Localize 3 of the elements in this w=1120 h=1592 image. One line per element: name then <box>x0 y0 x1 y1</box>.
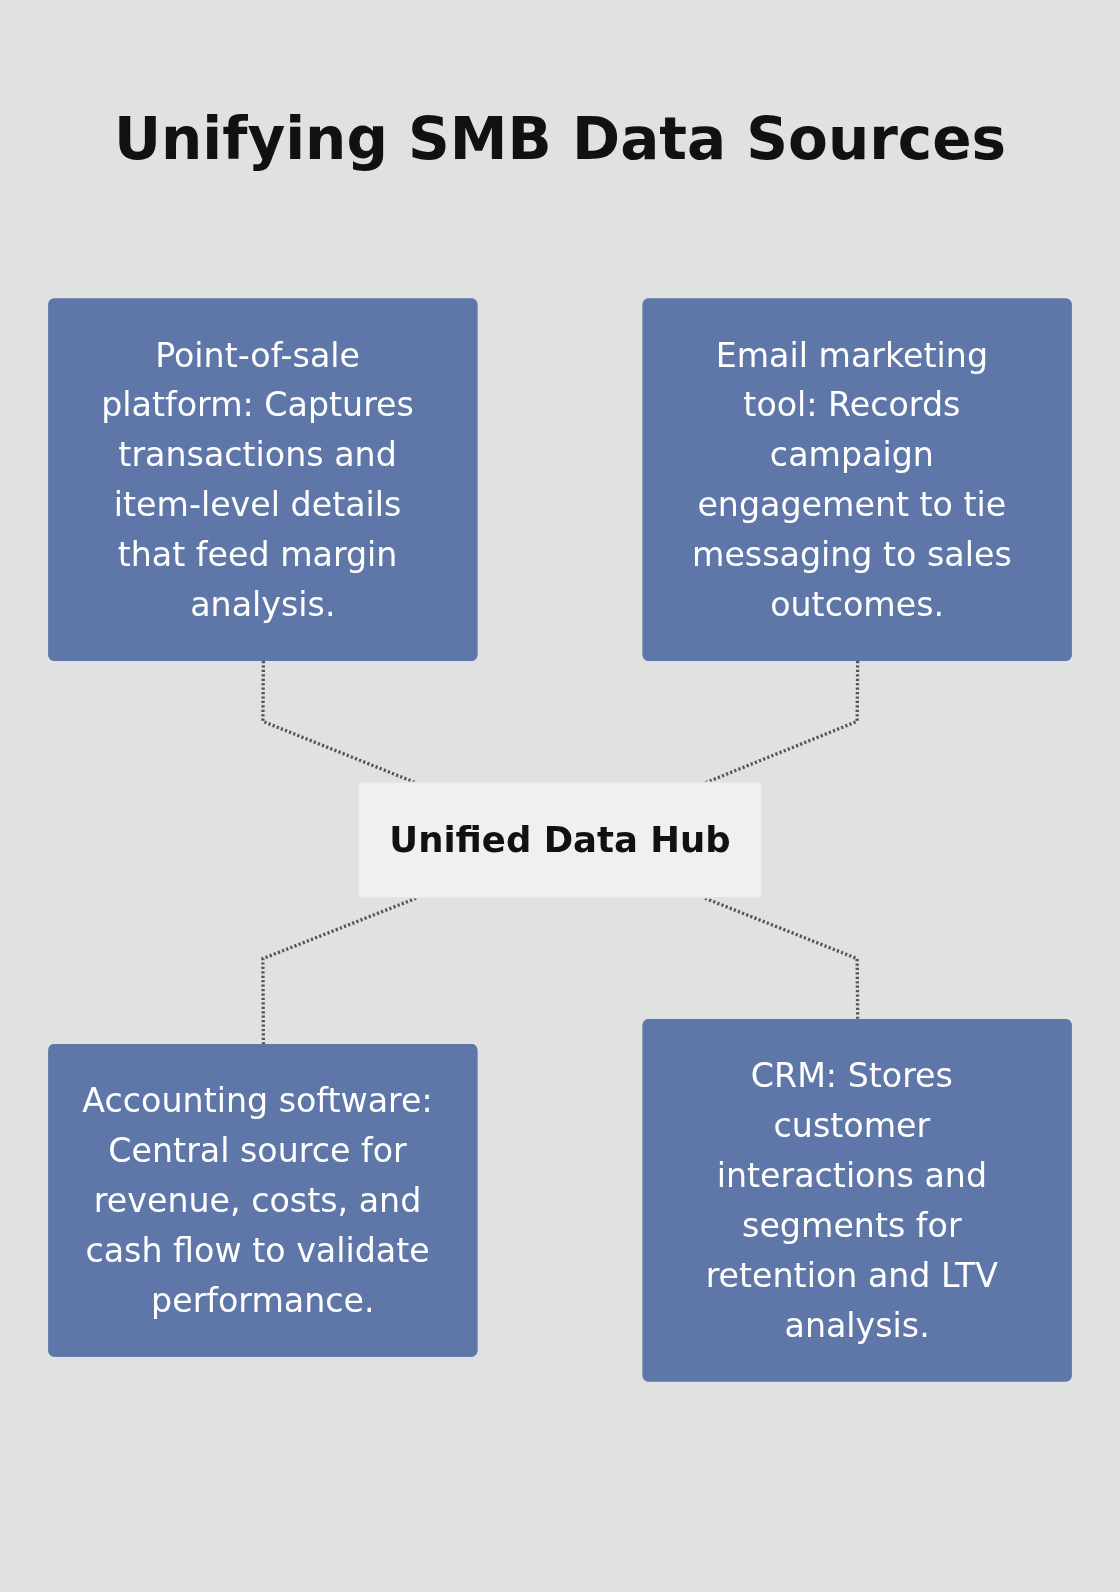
connector <box>704 896 860 1021</box>
title: Unifying SMB Data Sources <box>112 105 1008 173</box>
connector <box>261 896 417 1046</box>
